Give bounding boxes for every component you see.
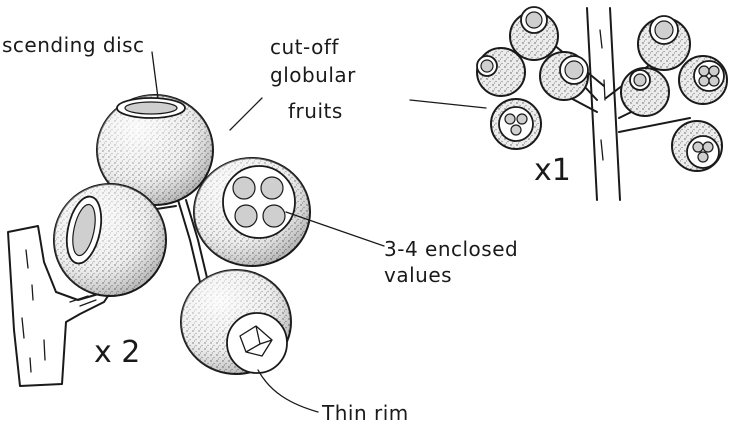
leader-cut-off-fruits bbox=[230, 98, 262, 130]
label-cut-off-1: cut-off bbox=[270, 35, 339, 59]
label-enclosed-1: 3-4 enclosed bbox=[384, 237, 518, 261]
fruit-bottom bbox=[181, 270, 291, 374]
label-ascending-disc: scending disc bbox=[2, 33, 145, 57]
leader-small-fruits bbox=[410, 100, 486, 108]
fruit-right-open bbox=[194, 158, 310, 266]
label-cut-off-2: globular bbox=[270, 63, 356, 87]
leader-thin-rim bbox=[258, 370, 318, 412]
label-scale-large: x 2 bbox=[94, 335, 140, 370]
label-thin-rim: Thin rim bbox=[321, 401, 409, 425]
label-scale-small: x1 bbox=[534, 153, 571, 188]
fruit-left bbox=[54, 184, 166, 296]
label-enclosed-2: values bbox=[384, 263, 452, 287]
label-cut-off-3: fruits bbox=[288, 99, 343, 123]
leader-ascending-disc bbox=[152, 52, 158, 98]
